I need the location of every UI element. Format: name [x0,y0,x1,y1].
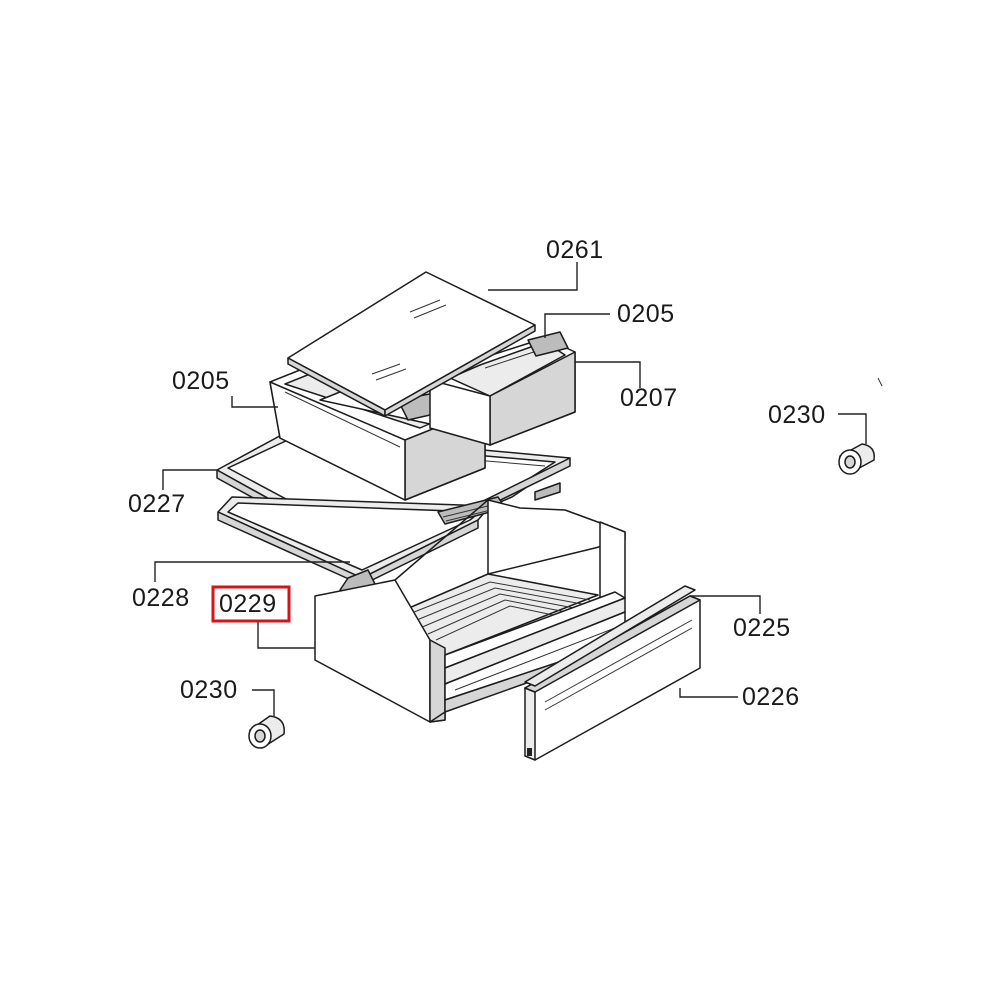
label-0229: 0229 [219,590,277,618]
part-0229-crisper-drawer [314,499,626,723]
part-0228-drawer-frame [217,496,506,597]
leader-0225 [690,595,761,614]
leader-0230-left [252,689,275,716]
label-0261: 0261 [546,236,604,264]
part-labels: 0261 0205 0207 0230 0205 0227 0228 0229 … [128,236,826,711]
label-0205-left: 0205 [172,367,230,395]
leader-0205-left [231,396,278,408]
leader-0207 [575,361,641,388]
leader-0230-right [838,413,867,444]
leader-0228 [154,561,350,582]
label-0226: 0226 [742,683,800,711]
label-0230-left: 0230 [180,676,238,704]
part-0205-right-storage-box [429,331,576,446]
leader-0205-right [544,313,610,338]
label-0228: 0228 [132,584,190,612]
label-0205-right: 0205 [617,300,675,328]
leader-0261 [488,262,578,291]
highlight-box [211,585,291,623]
label-0227: 0227 [128,490,186,518]
part-0226-drawer-front [524,595,701,761]
part-0225-front-trim [524,585,696,687]
leader-0229 [257,622,315,649]
leader-0227 [162,469,217,490]
leader-lines [154,262,867,716]
part-0230-left-roller [248,715,285,749]
part-0261-glass-cover [287,271,536,417]
label-0230-right: 0230 [768,401,826,429]
part-0230-right-roller [838,377,883,475]
leader-0226 [679,688,738,698]
label-0225: 0225 [733,614,791,642]
label-0207: 0207 [620,384,678,412]
